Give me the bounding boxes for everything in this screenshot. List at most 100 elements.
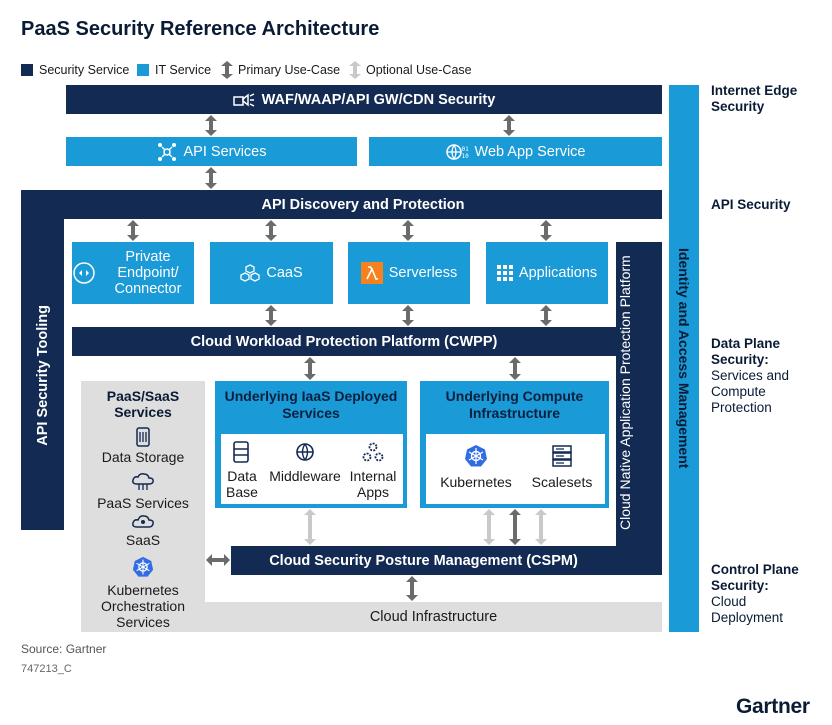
kubernetes-icon-wrap — [461, 443, 491, 469]
page-title: PaaS Security Reference Architecture — [21, 18, 380, 40]
cnapp-column — [616, 242, 662, 575]
legend-optional-label: Optional Use-Case — [366, 63, 472, 77]
paas-saas-panel — [81, 381, 205, 632]
serverless-label: Serverless — [388, 265, 458, 281]
api-services-label: API Services — [183, 143, 267, 160]
data-storage-icon — [136, 427, 150, 447]
waf-bar: WAF/WAAP/API GW/CDN Security — [66, 85, 662, 114]
kubernetes-icon — [465, 445, 487, 467]
paas-services-label: PaaS Services — [97, 495, 189, 511]
api-security-label: API Security — [711, 197, 821, 213]
svg-text:10: 10 — [461, 153, 469, 160]
database-icon-wrap — [226, 440, 256, 464]
api-services-box: API Services — [66, 137, 357, 166]
arrow-optional-iaas-cspm — [304, 509, 316, 545]
serverless-box: Serverless — [348, 242, 470, 304]
cloud-infrastructure-bar — [81, 602, 662, 632]
globe-icon-wrap — [290, 440, 320, 464]
private-endpoint-box: Private Endpoint/ Connector — [72, 242, 194, 304]
internal-apps-label: Internal Apps — [349, 468, 397, 500]
cloud-services-icon — [132, 473, 154, 490]
kubernetes-orchestration-icon — [132, 556, 154, 577]
caas-label: CaaS — [266, 265, 303, 281]
waf-label: WAF/WAAP/API GW/CDN Security — [261, 91, 496, 108]
gears-icon-wrap — [358, 440, 388, 464]
saas-cloud-icon — [132, 515, 154, 528]
iaas-items-panel — [221, 434, 403, 504]
data-plane-label: Data Plane Security: Services and Comput… — [711, 336, 811, 416]
web-app-icon: 01 10 — [445, 143, 469, 160]
api-security-title: API Security — [711, 197, 791, 212]
gartner-logo: Gartner — [736, 695, 810, 718]
api-discovery-label: API Discovery and Protection — [261, 196, 465, 213]
scalesets-label: Scalesets — [531, 474, 593, 490]
arrow-cwpp-iaas — [304, 357, 316, 380]
data-plane-sub: Services and Compute Protection — [711, 368, 790, 415]
paas-cloud-icon-wrap — [128, 470, 158, 494]
legend-optional: Optional Use-Case — [349, 61, 472, 79]
arrow-serverless-cwpp — [402, 305, 414, 326]
legend-it-service: IT Service — [137, 61, 211, 79]
server-rack-icon — [552, 445, 572, 467]
legend-primary: Primary Use-Case — [221, 61, 340, 79]
figure-id: 747213_C — [21, 663, 72, 675]
kubernetes-label: Kubernetes — [440, 474, 512, 490]
middleware-label: Middleware — [269, 468, 341, 484]
private-endpoint-label: Private Endpoint/ Connector — [114, 249, 182, 297]
k8s-orch-label: Kubernetes Orchestration Services — [100, 582, 186, 630]
caas-box: CaaS — [210, 242, 333, 304]
cnapp-base — [616, 546, 662, 575]
iam-label: Identity and Access Management — [676, 248, 692, 469]
control-plane-title: Control Plane Security: — [711, 562, 799, 593]
arrow-optional-compute-cspm-1 — [483, 509, 495, 545]
endpoint-icon — [73, 262, 95, 284]
legend-primary-label: Primary Use-Case — [238, 63, 341, 77]
database-label: Data Base — [226, 468, 258, 500]
optional-arrow-icon — [349, 61, 361, 79]
arrow-caas-cwpp — [265, 305, 277, 326]
cwpp-bar: Cloud Workload Protection Platform (CWPP… — [72, 327, 616, 356]
api-tooling-column — [21, 190, 64, 530]
arrow-paas-cspm — [206, 554, 230, 566]
globe-icon — [296, 443, 314, 461]
arrow-cwpp-compute — [509, 357, 521, 380]
it-swatch — [137, 64, 149, 76]
grid-apps-icon — [496, 265, 513, 281]
arrow-disc-endpoint — [127, 220, 139, 241]
legend-security-service: Security Service — [21, 61, 129, 79]
applications-box: Applications — [486, 242, 608, 304]
waf-icon — [232, 92, 255, 107]
arrow-optional-compute-cspm-2 — [535, 509, 547, 545]
control-plane-label: Control Plane Security: Cloud Deployment — [711, 562, 821, 626]
gears-icon — [362, 442, 384, 462]
arrow-disc-serverless — [402, 220, 414, 241]
source-note: Source: Gartner — [21, 642, 107, 656]
database-icon — [233, 441, 249, 463]
control-plane-sub: Cloud Deployment — [711, 594, 784, 625]
server-icon-wrap — [547, 443, 577, 469]
arrow-compute-cspm — [509, 509, 521, 545]
storage-icon-wrap — [128, 425, 158, 449]
compute-title: Underlying Compute Infrastructure — [445, 388, 584, 421]
k8s-orch-icon-wrap — [128, 554, 158, 580]
paas-saas-title: PaaS/SaaS Services — [106, 388, 180, 420]
arrow-cspm-infra — [406, 576, 418, 601]
web-app-box: 01 10 Web App Service — [369, 137, 662, 166]
iaas-title: Underlying IaaS Deployed Services — [224, 388, 398, 421]
arrow-disc-apps — [540, 220, 552, 241]
legend-it-label: IT Service — [155, 63, 212, 77]
cspm-bar: Cloud Security Posture Management (CSPM) — [231, 546, 616, 575]
data-plane-title: Data Plane Security: — [711, 336, 781, 367]
internet-edge-title: Internet Edge Security — [711, 83, 798, 114]
internet-edge-label: Internet Edge Security — [711, 83, 821, 115]
legend-security-label: Security Service — [39, 63, 130, 77]
containers-icon — [240, 264, 261, 282]
arrow-api-discovery — [205, 167, 217, 189]
cloud-infrastructure-label: Cloud Infrastructure — [369, 609, 498, 625]
api-discovery-bar — [21, 190, 662, 219]
svg-text:01: 01 — [461, 146, 469, 153]
web-app-label: Web App Service — [474, 143, 586, 160]
arrow-apps-cwpp — [540, 305, 552, 326]
applications-label: Applications — [518, 265, 598, 281]
